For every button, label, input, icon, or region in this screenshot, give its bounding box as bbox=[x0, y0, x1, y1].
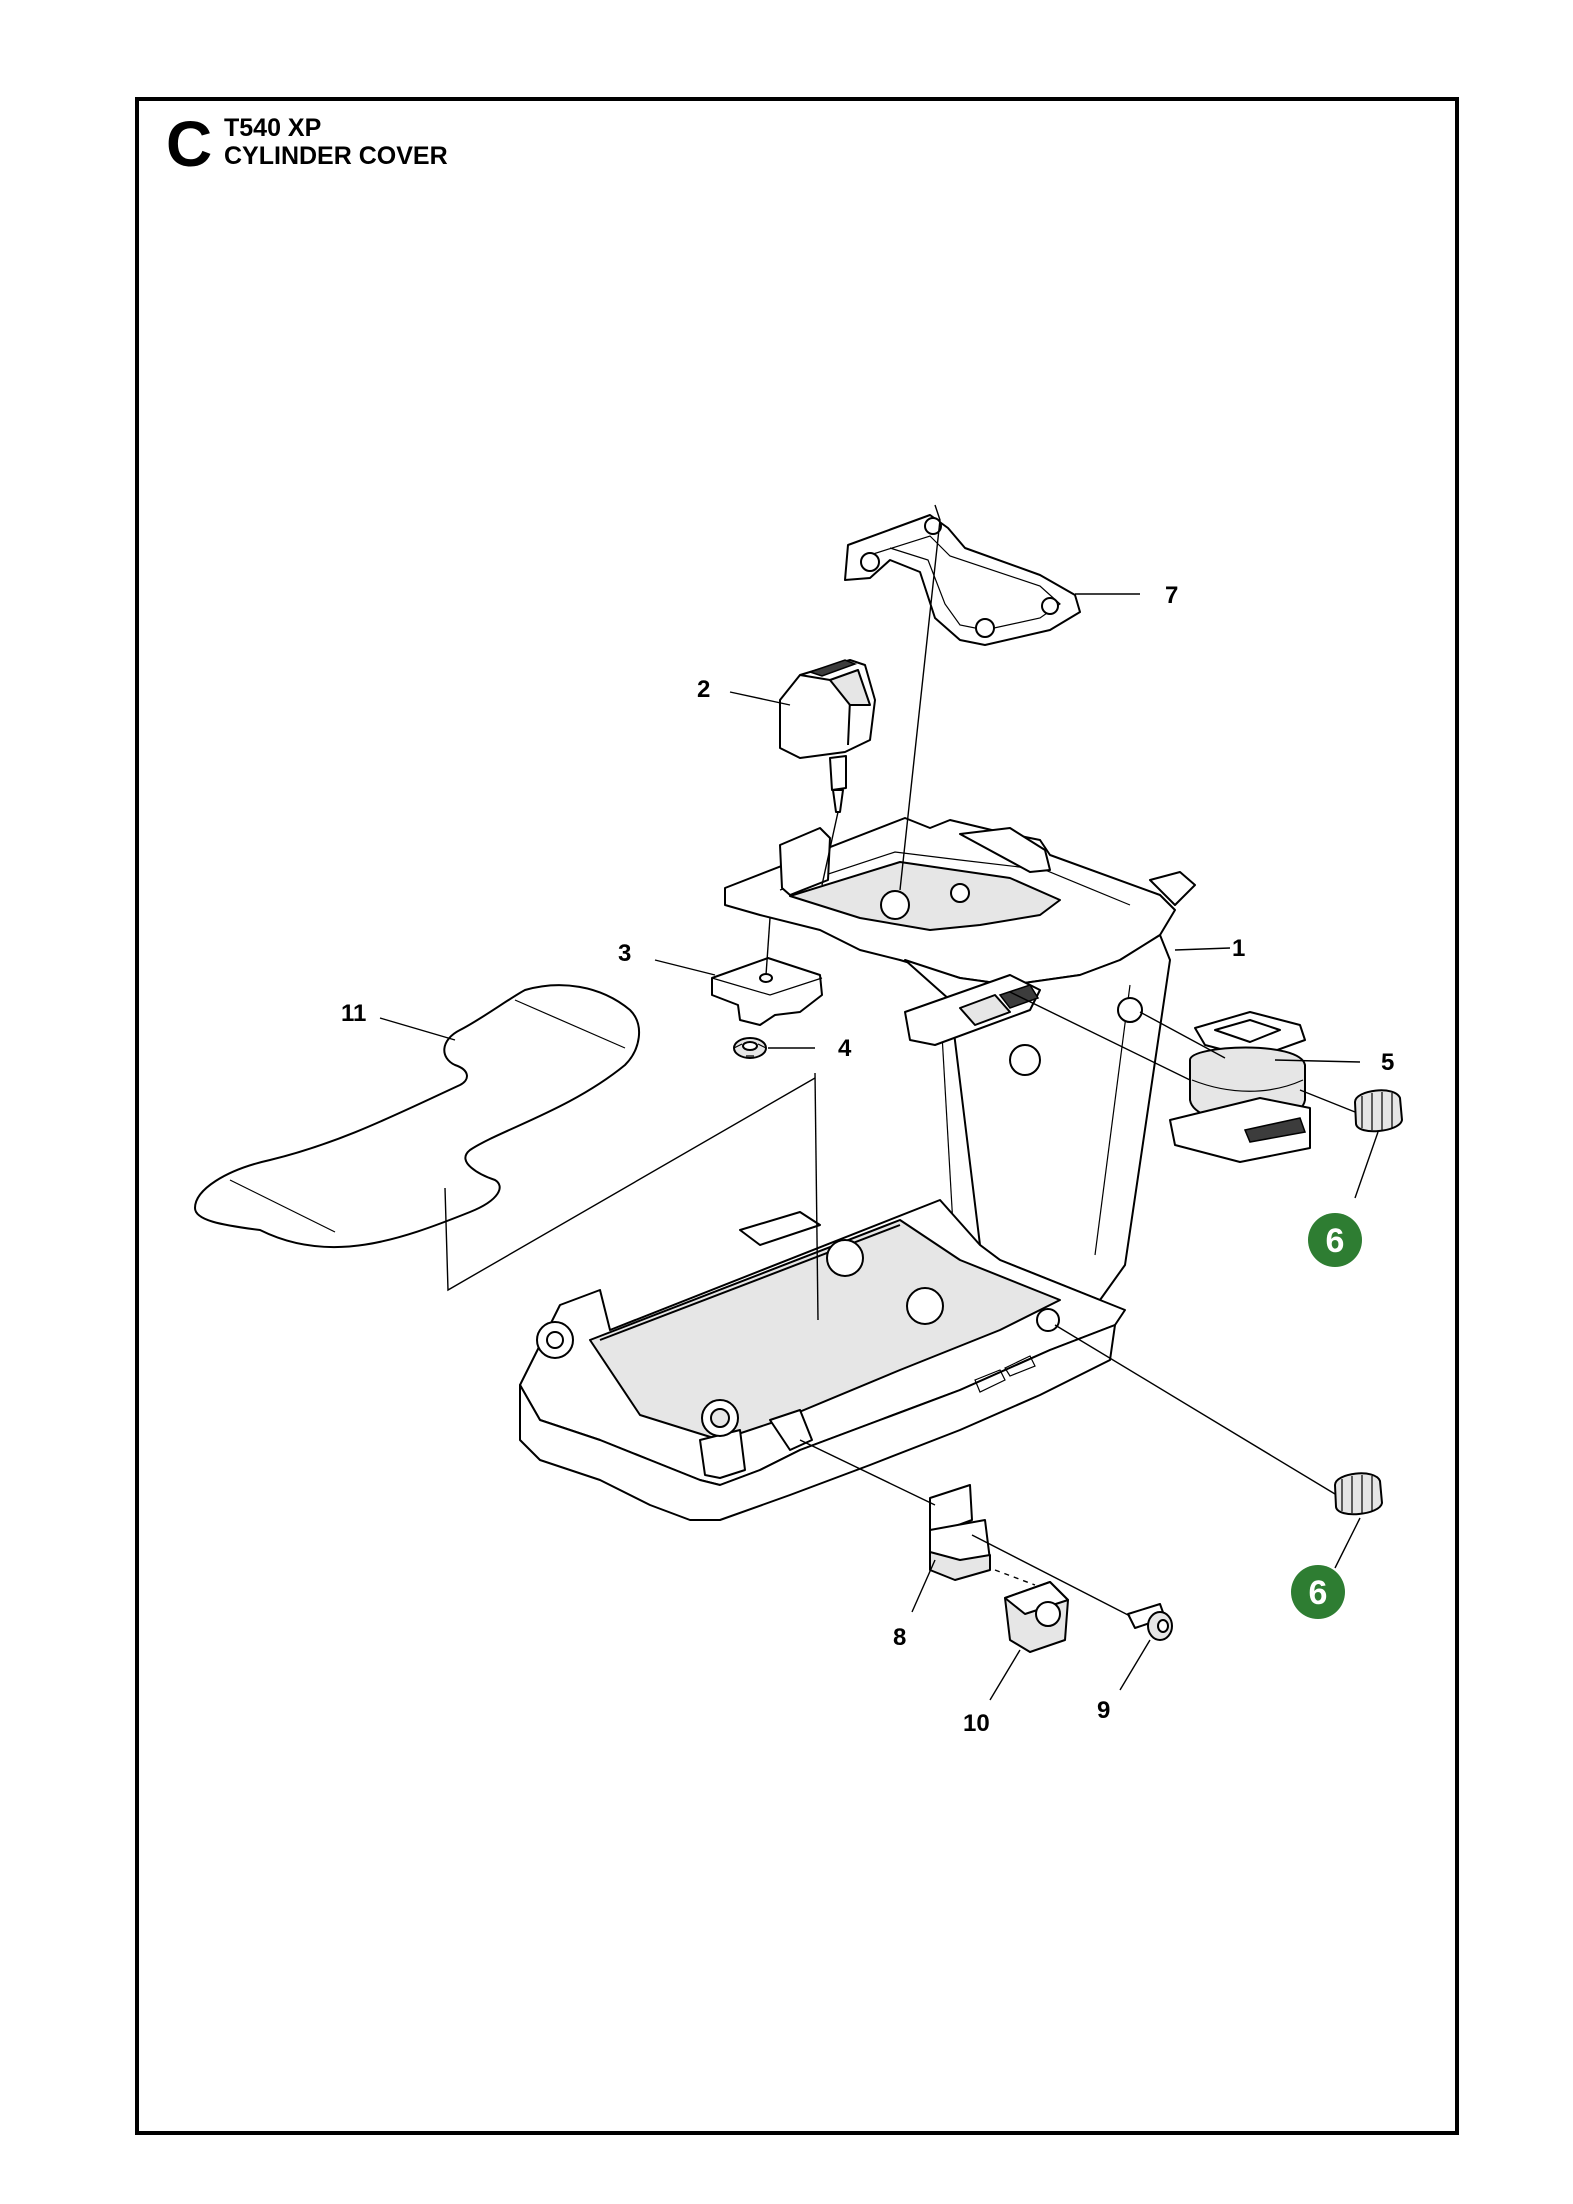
badge-6-upper bbox=[1308, 1213, 1362, 1267]
badge-6-upper-label: 6 bbox=[1326, 1222, 1345, 1260]
part-9-screw bbox=[1127, 1603, 1173, 1641]
diagram-title: CYLINDER COVER bbox=[224, 142, 448, 170]
title-block: T540 XP CYLINDER COVER bbox=[224, 114, 448, 170]
callout-8: 8 bbox=[893, 1624, 906, 1651]
section-letter: C bbox=[166, 108, 213, 180]
page-frame bbox=[135, 97, 1459, 2135]
callout-5: 5 bbox=[1381, 1049, 1394, 1076]
callout-10: 10 bbox=[963, 1710, 990, 1737]
model-name: T540 XP bbox=[224, 114, 322, 142]
callout-9: 9 bbox=[1097, 1697, 1110, 1724]
part-1-cylinder-cover bbox=[519, 817, 1196, 1521]
part-11-mat bbox=[194, 984, 641, 1249]
callout-labels: 7 2 1 3 4 11 5 8 10 9 bbox=[341, 582, 1394, 1737]
callout-11: 11 bbox=[341, 1000, 366, 1027]
callout-4: 4 bbox=[838, 1035, 852, 1062]
badge-6-lower bbox=[1291, 1565, 1345, 1619]
part-5-av-element bbox=[1169, 1011, 1311, 1163]
part-6-spring-upper bbox=[1354, 1089, 1403, 1133]
part-2-knob bbox=[779, 659, 876, 813]
leader-lines bbox=[379, 504, 1379, 1701]
callout-3: 3 bbox=[618, 940, 631, 967]
highlight-badges: 6 6 bbox=[1291, 1213, 1362, 1619]
part-7-gasket bbox=[844, 514, 1081, 646]
part-10-nut-block bbox=[1004, 1581, 1069, 1653]
part-8-clip bbox=[929, 1484, 991, 1581]
part-4-washer bbox=[733, 1037, 767, 1059]
part-3-bracket bbox=[711, 957, 823, 1026]
callout-7: 7 bbox=[1165, 582, 1178, 609]
badge-6-lower-label: 6 bbox=[1309, 1574, 1328, 1612]
callout-1: 1 bbox=[1232, 935, 1245, 962]
part-6-spring-lower bbox=[1334, 1472, 1383, 1516]
callout-2: 2 bbox=[697, 676, 710, 703]
